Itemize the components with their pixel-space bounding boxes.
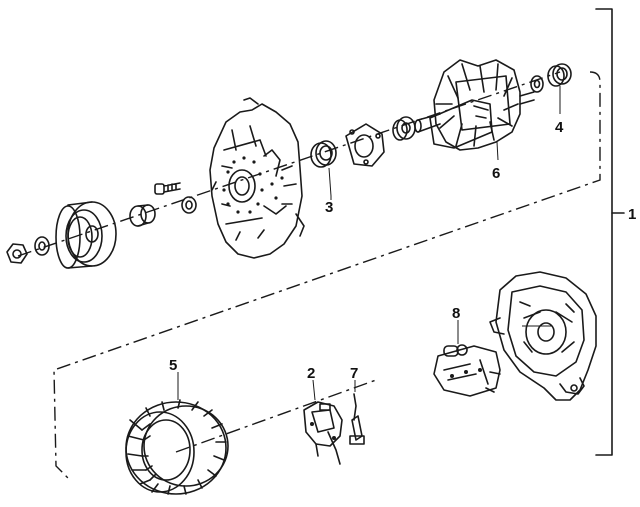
rear-housing [489, 271, 597, 401]
through-bolt [154, 182, 181, 195]
rear-bearing [547, 63, 572, 114]
pulley-spacer [129, 204, 156, 227]
pulley-nut [6, 243, 28, 264]
stator [125, 372, 229, 495]
callout-1: 1 [628, 206, 636, 223]
callout-2: 2 [307, 365, 315, 382]
callout-7: 7 [350, 365, 358, 382]
callout-5: 5 [169, 357, 177, 374]
front-bearing [310, 140, 337, 197]
group-outline [53, 71, 601, 479]
callout-4: 4 [555, 119, 564, 136]
assembly-bracket [595, 8, 625, 456]
callout-6: 6 [492, 165, 500, 182]
drive-end-housing [209, 97, 305, 259]
callout-3: 3 [325, 199, 333, 216]
brush [349, 380, 365, 445]
shaft-collar [181, 196, 197, 214]
pulley [55, 201, 117, 269]
brush-rectifier-block [433, 320, 501, 397]
rotor-rear-collar [530, 75, 544, 93]
pulley-washer [34, 236, 50, 256]
rotor [414, 59, 535, 161]
assembly-axis [17, 71, 561, 453]
bearing-retainer-plate [345, 123, 385, 167]
voltage-regulator [303, 379, 343, 465]
callout-8: 8 [452, 305, 460, 322]
